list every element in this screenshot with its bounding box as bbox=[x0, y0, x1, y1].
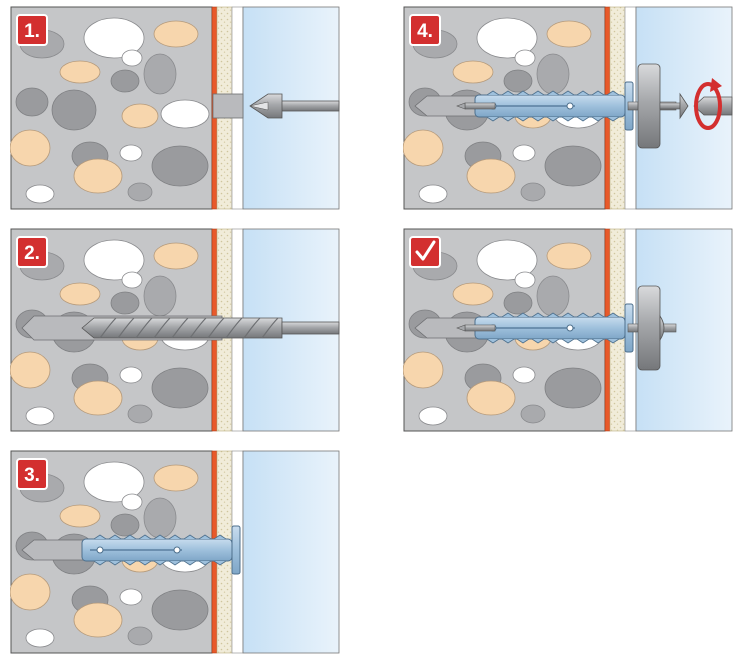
check-mark-icon bbox=[415, 240, 436, 261]
wall-plug bbox=[21, 525, 241, 575]
fixture-sleeve bbox=[637, 285, 661, 371]
fixture-sleeve bbox=[637, 63, 661, 149]
step-number: 4. bbox=[417, 21, 433, 42]
fixing-screw bbox=[627, 63, 689, 149]
step-badge: 4. bbox=[409, 14, 441, 46]
rotate-arrow-icon bbox=[694, 78, 722, 130]
step-badge: 1. bbox=[16, 14, 48, 46]
step-badge: 2. bbox=[16, 236, 48, 268]
step-panel-3: 3. bbox=[10, 450, 340, 654]
twist-drill-bit bbox=[81, 317, 340, 339]
step-panel-2: 2. bbox=[10, 228, 340, 432]
masonry-wall bbox=[10, 6, 213, 210]
screw-head bbox=[659, 314, 665, 342]
drill-shank bbox=[281, 321, 340, 335]
step-panel-5 bbox=[403, 228, 733, 432]
step-panel-1: 1. bbox=[10, 6, 340, 210]
step-badge bbox=[409, 236, 441, 268]
step-number: 1. bbox=[24, 21, 40, 42]
step-number: 3. bbox=[24, 465, 40, 486]
cavity-area bbox=[242, 450, 340, 654]
screwdriver bbox=[693, 96, 733, 116]
step-number: 2. bbox=[24, 243, 40, 264]
screw-tip bbox=[464, 324, 496, 332]
wall-plug bbox=[414, 81, 634, 131]
plug-collar bbox=[231, 525, 241, 575]
drill-hole bbox=[212, 93, 244, 119]
stone-drill-bit bbox=[249, 93, 340, 119]
fixing-screw bbox=[627, 285, 677, 371]
step-panel-4: 4. bbox=[403, 6, 733, 210]
step-badge: 3. bbox=[16, 458, 48, 490]
screw-tip bbox=[464, 102, 496, 110]
